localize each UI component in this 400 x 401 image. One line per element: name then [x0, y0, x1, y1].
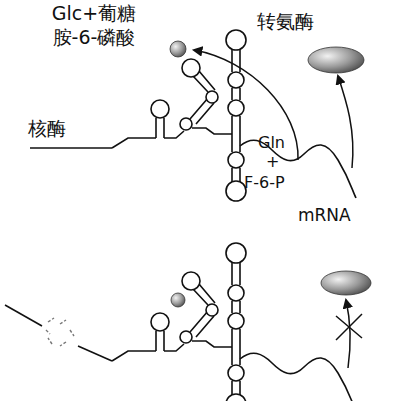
node-outline: [308, 47, 364, 73]
ribozyme-label: 核酶: [28, 118, 66, 138]
substrate-label: Gln: [258, 133, 285, 153]
node-heading: Glc+葡糖 胺-6-磷酸: [48, 1, 140, 49]
substrate-label: F-6-P: [244, 173, 285, 193]
transaminase-enzyme: 转氨酶: [308, 47, 364, 73]
plus-sign: +: [266, 152, 279, 172]
mrna-label: mRNA: [298, 205, 351, 225]
molecule-ball: [170, 41, 186, 57]
glucosamine-molecule: Glc+葡糖 胺-6-磷酸: [170, 41, 186, 57]
node-outline: [170, 41, 186, 57]
node-heading: 转氨酶: [255, 9, 315, 33]
enzyme-ellipse: [308, 47, 364, 73]
